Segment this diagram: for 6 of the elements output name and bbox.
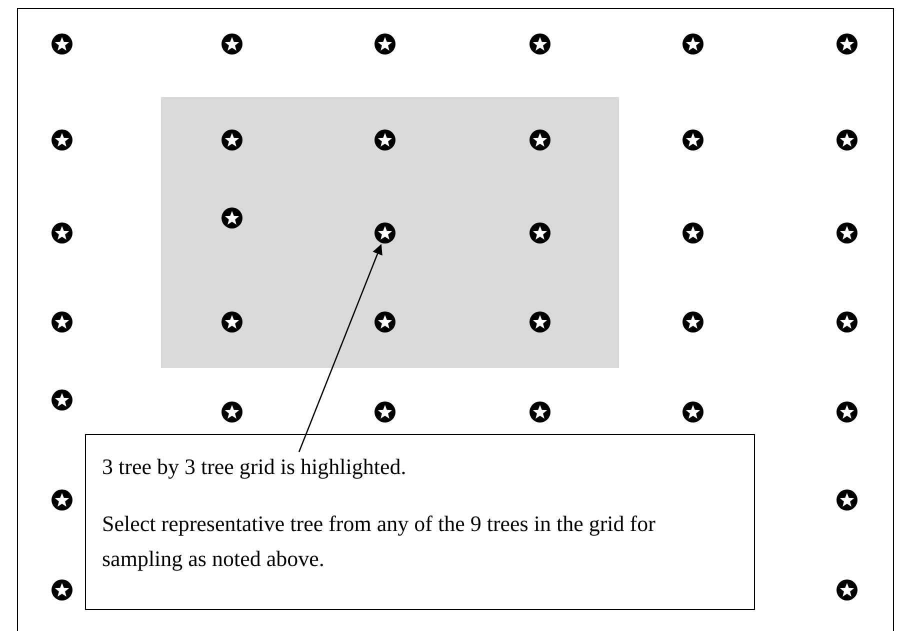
tree-icon [374, 222, 396, 244]
callout-heading: 3 tree by 3 tree grid is highlighted. [102, 453, 408, 481]
highlighted-area [161, 97, 619, 368]
callout-text: Select representative tree from any of the 9 trees in the grid for sampling as noted above. [102, 510, 656, 573]
callout-box [85, 434, 755, 610]
leader-arrow [298, 244, 382, 452]
